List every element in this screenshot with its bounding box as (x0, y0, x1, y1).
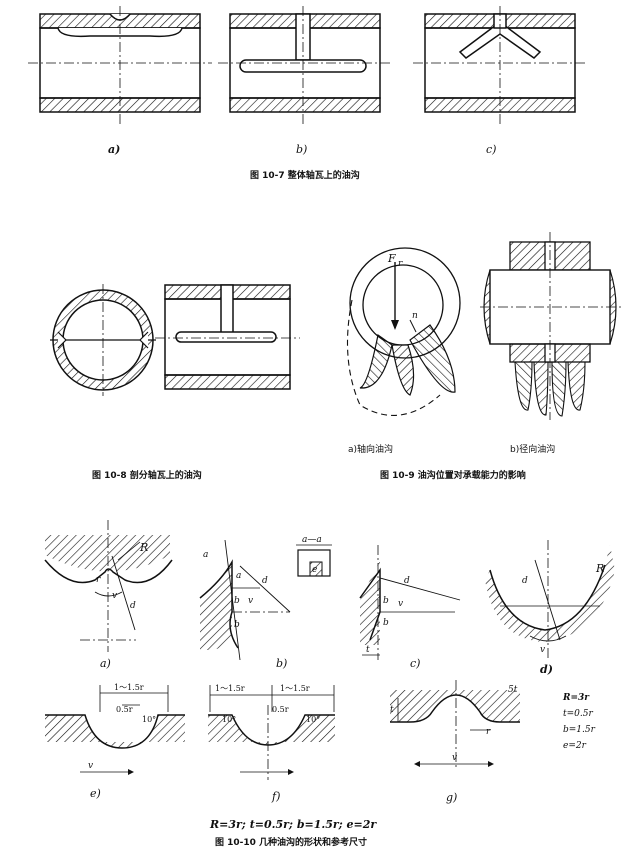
fig-10-10-label-a: a) (100, 657, 111, 670)
fig-10-10-g-r: r (486, 727, 491, 737)
fig-10-7-b-drawing (218, 6, 392, 124)
fig-10-10-a-d: d (130, 601, 136, 611)
fig-10-8-shell (155, 284, 300, 390)
fig-10-10-d-R: R (595, 562, 604, 575)
fig-10-7-label-c: c) (486, 143, 496, 156)
fig-10-8-caption: 图 10-8 剖分轴瓦上的油沟 (92, 469, 202, 481)
fig-10-7-label-a: a) (108, 143, 120, 156)
fig-10-10-e-dim-2: 0.5r (116, 705, 133, 714)
fig-10-10-c-b1: b (383, 596, 389, 606)
fig-10-10-label-c: c) (410, 657, 420, 670)
fig-10-10-b-drawing (199, 539, 332, 661)
fig-10-10-e-drawing (45, 685, 185, 775)
fig-10-10-b-b2: b (234, 620, 240, 630)
fig-10-10-b-b1: b (234, 596, 240, 606)
fig-10-9-sub-b: b)径向油沟 (510, 443, 555, 455)
fig-10-10-b-e: e (312, 565, 317, 575)
fig-10-10-label-d: d) (540, 663, 553, 676)
fig-10-10-b-a: a (203, 550, 208, 560)
fig-10-10-f-angle-1: 10° (222, 715, 236, 724)
fig-10-10-f-dim-2: 1～1.5r (280, 684, 310, 693)
fig-10-7-label-b: b) (296, 143, 307, 156)
fig-10-7-c-drawing (413, 6, 587, 124)
fig-10-10-c-b2: b (383, 618, 389, 628)
fig-10-7-caption: 图 10-7 整体轴瓦上的油沟 (250, 169, 360, 181)
fig-10-9-a-drawing (346, 247, 461, 416)
fig-10-10-f-drawing (208, 685, 335, 780)
fig-10-10-e-v: v (88, 761, 93, 771)
param-e: e=2r (563, 741, 587, 751)
fig-10-10-g-drawing (390, 680, 520, 770)
fig-10-10-e-angle: 10° (142, 715, 156, 724)
fig-10-10-caption: 图 10-10 几种油沟的形状和参考尺寸 (215, 836, 367, 848)
fig-10-9-caption: 图 10-9 油沟位置对承载能力的影响 (380, 469, 526, 481)
fig-10-10-a-R: R (139, 541, 148, 554)
fig-10-10-label-g: g) (446, 791, 457, 804)
fig-10-10-b-a2: a (236, 571, 241, 581)
param-R: R=3r (562, 693, 590, 703)
fig-10-9-sub-a: a)轴向油沟 (348, 443, 393, 455)
fig-10-10-d-v: v (540, 645, 545, 655)
fig-10-10-g-5t: 5t (508, 685, 518, 695)
fig-10-10-g-t: t (390, 705, 394, 715)
fig-10-9-n-label: n (412, 311, 418, 321)
fig-10-10-c-drawing (359, 545, 461, 660)
fig-10-10-d-d: d (522, 576, 528, 586)
fig-10-10-label-e: e) (90, 787, 101, 800)
fig-10-10-b-v: v (248, 596, 253, 606)
param-b: b=1.5r (563, 725, 596, 735)
fig-10-10-b-d: d (262, 576, 268, 586)
fig-10-10-label-f: f) (271, 790, 280, 803)
fig-10-10-g-v: v (452, 753, 457, 763)
fig-10-10-formula: R=3r; t=0.5r; b=1.5r; e=2r (209, 818, 377, 831)
fig-10-10-a-v: v (112, 591, 117, 601)
fig-10-10-f-angle-2: 10° (306, 715, 320, 724)
fig-10-10-c-t: t (366, 645, 370, 655)
fig-10-9-force-label: F (387, 252, 396, 265)
fig-10-9-force-sub: r (398, 259, 403, 269)
fig-10-10-e-dim-1: 1～1.5r (114, 683, 144, 692)
fig-10-10-param-list: R=3r t=0.5r b=1.5r e=2r (562, 693, 596, 751)
fig-10-10-c-v: v (398, 599, 403, 609)
fig-10-9-b-drawing (480, 232, 622, 420)
fig-10-10-b-aa: a—a (302, 535, 322, 545)
fig-10-7-a-drawing (28, 6, 212, 124)
fig-10-10-f-dim-1: 1～1.5r (215, 684, 245, 693)
fig-10-10-f-dim-3: 0.5r (272, 705, 289, 714)
fig-10-10-a-r: r (96, 575, 101, 585)
fig-10-10-label-b: b) (276, 657, 287, 670)
fig-10-10-d-drawing (485, 540, 615, 660)
fig-10-8-ring (50, 284, 156, 396)
param-t: t=0.5r (563, 709, 593, 719)
fig-10-10-c-d: d (404, 576, 410, 586)
fig-10-10-a-drawing (44, 520, 173, 652)
